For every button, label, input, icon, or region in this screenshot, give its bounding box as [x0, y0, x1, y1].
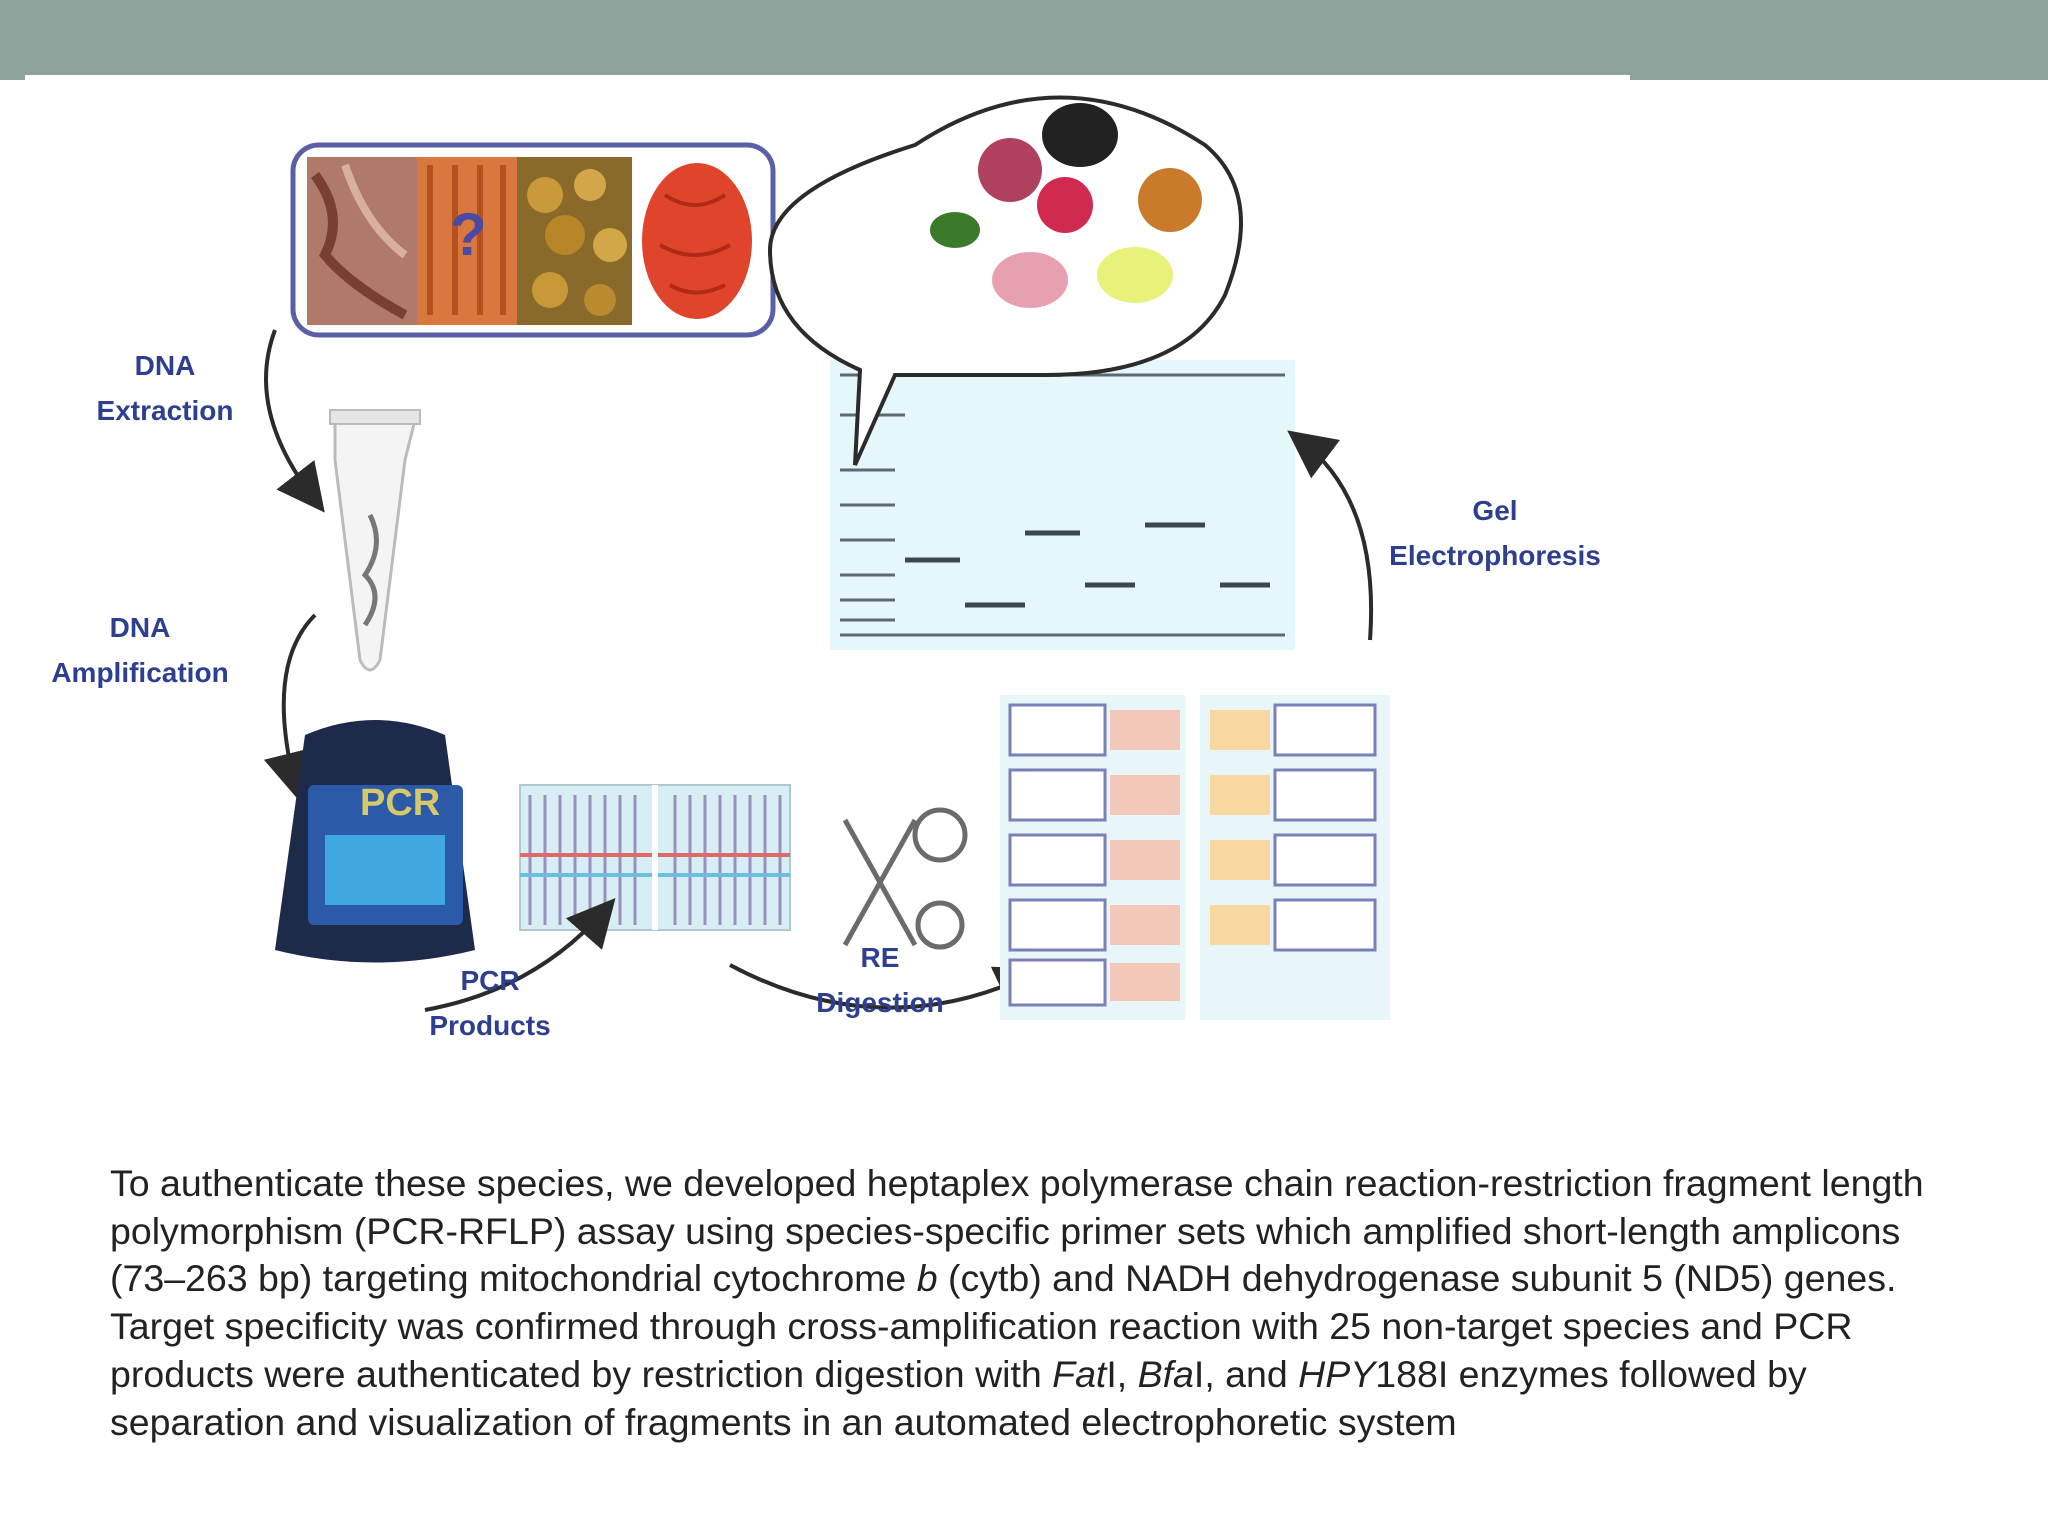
enzyme-fat: Fat — [1052, 1352, 1107, 1395]
unknown-sample-question-mark: ? — [450, 201, 487, 268]
caption-text-part1: To authenticate these species, we develo… — [110, 1162, 1924, 1300]
dna-extraction-label-line1: DNA — [135, 350, 196, 381]
pig-icon — [992, 252, 1068, 308]
enzyme-hpy-suffix: 188I enzymes followed by separation and … — [110, 1352, 1807, 1443]
meat-samples-panel: ? — [290, 142, 776, 338]
pcr-products-gel-panel — [519, 784, 791, 931]
enzyme-fat-suffix: I, — [1106, 1352, 1138, 1395]
caption-text-part2: (cytb) and NADH dehydrogenase subunit 5 … — [110, 1257, 1897, 1395]
scissors-icon — [842, 807, 968, 950]
pcr-products-label-line1: PCR — [460, 965, 519, 996]
pcr-rflp-workflow-figure: ? DNA Extraction DNA Amplification PCR — [25, 75, 1630, 1050]
pcr-products-label-line2: Products — [429, 1010, 550, 1041]
caption-italic-b: b — [916, 1257, 938, 1300]
goat-icon — [1097, 247, 1173, 303]
dna-amplification-label-line2: Amplification — [51, 657, 228, 688]
microcentrifuge-tube-icon — [329, 409, 421, 672]
workflow-diagram: ? DNA Extraction DNA Amplification PCR — [51, 95, 1601, 1041]
cow-icon — [978, 138, 1042, 202]
re-digestion-label-line2: Digestion — [816, 987, 944, 1018]
duck-icon — [930, 212, 980, 248]
enzyme-bfa-suffix: I, and — [1193, 1352, 1299, 1395]
pcr-machine-label: PCR — [360, 782, 440, 824]
re-digestion-label-line1: RE — [861, 942, 900, 973]
dna-amplification-label-line1: DNA — [110, 612, 171, 643]
restriction-fragments-panel-right — [1200, 695, 1390, 1020]
cattle-icon — [1138, 168, 1202, 232]
enzyme-hpy: HPY — [1298, 1352, 1376, 1395]
gel-electrophoresis-label-line1: Gel — [1472, 495, 1517, 526]
enzyme-bfa: Bfa — [1137, 1352, 1194, 1395]
gel-electrophoresis-label-line2: Electrophoresis — [1389, 540, 1601, 571]
species-speech-bubble — [767, 95, 1243, 466]
pcr-thermocycler-icon: PCR — [275, 720, 475, 963]
gel-electrophoresis-image — [830, 360, 1295, 650]
slide-top-bar — [0, 0, 2048, 80]
buffalo-icon — [1042, 103, 1118, 167]
restriction-fragments-panel-left — [1000, 695, 1185, 1020]
slide-caption-paragraph: To authenticate these species, we develo… — [110, 1160, 1930, 1446]
chicken-icon — [1037, 177, 1093, 233]
dna-extraction-label-line2: Extraction — [97, 395, 234, 426]
